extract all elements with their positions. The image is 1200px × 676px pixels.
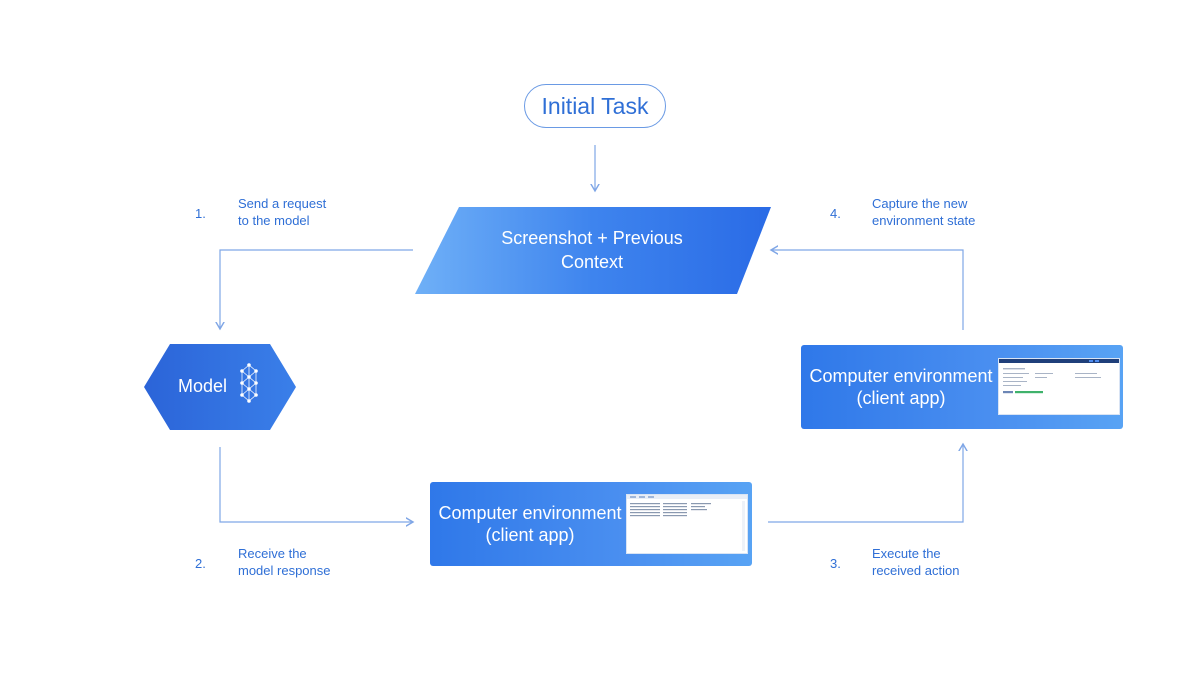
- env-right-label: Computer environment (client app): [803, 365, 999, 409]
- arrow-env-to-env: [768, 444, 963, 523]
- step-2-line-1: Receive the: [238, 546, 307, 561]
- step-3-line-2: received action: [872, 563, 960, 578]
- env-bottom-screenshot-thumbnail: [626, 494, 748, 554]
- step-1-text: Send a request to the model: [238, 195, 326, 229]
- step-3-number: 3.: [830, 556, 841, 571]
- arrow-model-to-env: [219, 447, 413, 522]
- step-4-line-2: environment state: [872, 213, 976, 228]
- context-parallelogram: [415, 207, 771, 294]
- arrow-context-to-model: [220, 249, 413, 329]
- env-bottom-label: Computer environment (client app): [432, 502, 628, 546]
- step-3-text: Execute the received action: [872, 545, 959, 579]
- step-2-line-2: model response: [238, 563, 331, 578]
- env-right-line-1: Computer environment: [809, 366, 993, 386]
- step-1-number: 1.: [195, 206, 206, 221]
- step-4-line-1: Capture the new: [872, 196, 968, 211]
- env-box-bottom: Computer environment (client app): [430, 482, 752, 566]
- spreadsheet-thumbnail-icon: [627, 495, 747, 551]
- context-line-1: Screenshot + Previous: [501, 228, 683, 248]
- step-2-number: 2.: [195, 556, 206, 571]
- step-4-number: 4.: [830, 206, 841, 221]
- env-bottom-line-1: Computer environment: [438, 503, 622, 523]
- step-3-line-1: Execute the: [872, 546, 941, 561]
- model-hexagon: [144, 344, 296, 430]
- neural-network-nodes: [240, 363, 258, 403]
- step-1-line-2: to the model: [238, 213, 310, 228]
- step-2-text: Receive the model response: [238, 545, 331, 579]
- step-1-line-1: Send a request: [238, 196, 327, 211]
- initial-task-pill: Initial Task: [524, 84, 666, 128]
- env-box-right: Computer environment (client app): [801, 345, 1123, 429]
- form-thumbnail-icon: [999, 359, 1119, 394]
- env-right-line-2: (client app): [856, 388, 946, 408]
- model-label: Model: [178, 376, 228, 396]
- env-right-screenshot-thumbnail: [998, 358, 1120, 415]
- env-bottom-line-2: (client app): [485, 525, 575, 545]
- step-4-text: Capture the new environment state: [872, 195, 975, 229]
- context-line-2: Context: [560, 252, 624, 272]
- context-label: Screenshot + Previous Context: [440, 226, 744, 274]
- arrow-env-to-context: [771, 250, 964, 330]
